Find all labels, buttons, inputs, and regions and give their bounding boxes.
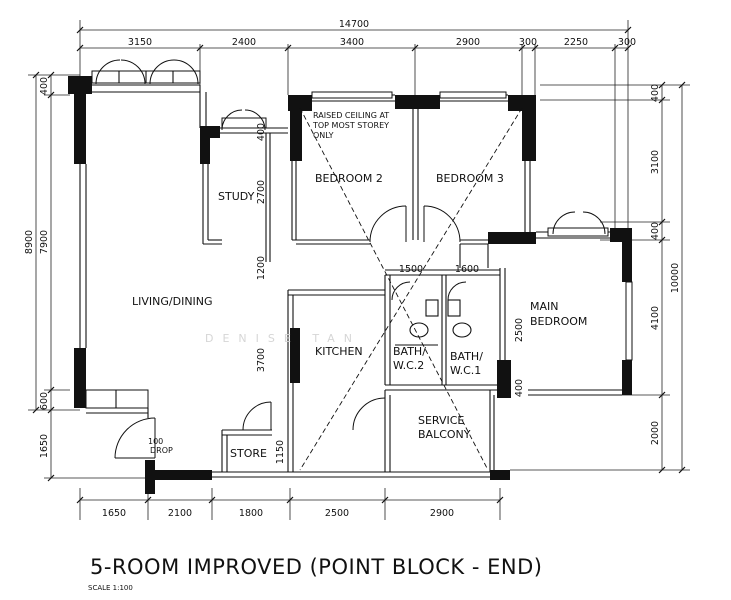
label-bath-1-line1: BATH/ bbox=[450, 350, 483, 363]
dim-study-top: 400 bbox=[256, 123, 267, 141]
room-labels: LIVING/DINING STUDY BEDROOM 2 BEDROOM 3 … bbox=[132, 172, 587, 460]
label-store: STORE bbox=[230, 447, 267, 460]
dim-top-5: 300 bbox=[519, 37, 537, 48]
watermark: DENISE TAN bbox=[205, 332, 361, 345]
right-dimensions: 400 3100 400 4100 2000 10000 bbox=[510, 81, 690, 474]
label-bedroom-2: BEDROOM 2 bbox=[315, 172, 383, 185]
doors bbox=[95, 59, 606, 459]
dim-bottom-5: 2900 bbox=[430, 508, 454, 519]
label-main-bedroom-2: BEDROOM bbox=[530, 315, 587, 328]
dim-right-bottom: 2000 bbox=[650, 421, 661, 445]
note-line-2: TOP MOST STOREY bbox=[312, 121, 389, 130]
label-service-1: SERVICE bbox=[418, 414, 464, 427]
raised-ceiling-diagonals bbox=[299, 107, 523, 471]
dim-top-2: 2400 bbox=[232, 37, 256, 48]
dim-bath-1: 1600 bbox=[455, 264, 479, 275]
label-bedroom-3: BEDROOM 3 bbox=[436, 172, 504, 185]
top-dimensions: 14700 3150 2400 3400 2900 300 2250 300 bbox=[76, 19, 636, 240]
walls bbox=[68, 76, 632, 494]
windows bbox=[85, 70, 633, 409]
dim-right-overall: 10000 bbox=[670, 263, 681, 293]
dim-right-bedroom: 4100 bbox=[650, 306, 661, 330]
label-kitchen: KITCHEN bbox=[315, 345, 363, 358]
dim-top-7: 300 bbox=[618, 37, 636, 48]
dim-left-outer: 8900 bbox=[24, 230, 35, 254]
dim-kitchen-height: 3700 bbox=[256, 348, 267, 372]
dim-left-bottom: 600 bbox=[39, 392, 50, 410]
plan-scale: SCALE 1:100 bbox=[88, 584, 133, 592]
dim-corridor: 1200 bbox=[256, 256, 267, 280]
label-service-2: BALCONY bbox=[418, 428, 471, 441]
label-living-dining: LIVING/DINING bbox=[132, 295, 213, 308]
label-bath-2-line2: W.C.2 bbox=[393, 359, 424, 372]
dim-study-height: 2700 bbox=[256, 180, 267, 204]
raised-ceiling-note: RAISED CEILING AT TOP MOST STOREY ONLY bbox=[312, 111, 389, 140]
dim-left-inner: 7900 bbox=[39, 230, 50, 254]
dim-bottom-4: 2500 bbox=[325, 508, 349, 519]
note-line-1: RAISED CEILING AT bbox=[313, 111, 389, 120]
label-drop: DROP bbox=[150, 446, 173, 455]
plan-title: 5-ROOM IMPROVED (POINT BLOCK - END) bbox=[90, 555, 542, 579]
dim-bottom-1: 1650 bbox=[102, 508, 126, 519]
dim-top-3: 3400 bbox=[340, 37, 364, 48]
dim-left-lower: 1650 bbox=[39, 434, 50, 458]
bath-fixtures bbox=[395, 299, 472, 346]
dim-top-1: 3150 bbox=[128, 37, 152, 48]
dim-bath-height: 2500 bbox=[514, 318, 525, 342]
label-bath-1-line2: W.C.1 bbox=[450, 364, 481, 377]
dim-right-top: 400 bbox=[650, 84, 661, 102]
label-main-bedroom-1: MAIN bbox=[530, 300, 559, 313]
label-bath-2-line1: BATH/ bbox=[393, 345, 426, 358]
dim-bottom-3: 1800 bbox=[239, 508, 263, 519]
label-study: STUDY bbox=[218, 190, 255, 203]
dim-top-6: 2250 bbox=[564, 37, 588, 48]
dim-main-ledge: 400 bbox=[514, 379, 525, 397]
dim-top-4: 2900 bbox=[456, 37, 480, 48]
note-line-3: ONLY bbox=[313, 131, 334, 140]
dim-left-top: 400 bbox=[39, 77, 50, 95]
dim-right-mid: 3100 bbox=[650, 150, 661, 174]
left-dimensions: 8900 7900 400 600 1650 bbox=[24, 71, 150, 482]
dim-overall-width: 14700 bbox=[339, 19, 369, 30]
dim-bottom-2: 2100 bbox=[168, 508, 192, 519]
dim-store: 1150 bbox=[275, 440, 286, 464]
dim-bath-2: 1500 bbox=[399, 264, 423, 275]
bottom-dimensions: 1650 2100 1800 2500 2900 bbox=[76, 488, 504, 520]
dim-right-wall: 400 bbox=[650, 222, 661, 240]
dim-drop: 100 bbox=[148, 437, 163, 446]
interior-dimensions: 2700 400 1200 3700 1150 1500 1600 2500 4… bbox=[148, 123, 525, 464]
